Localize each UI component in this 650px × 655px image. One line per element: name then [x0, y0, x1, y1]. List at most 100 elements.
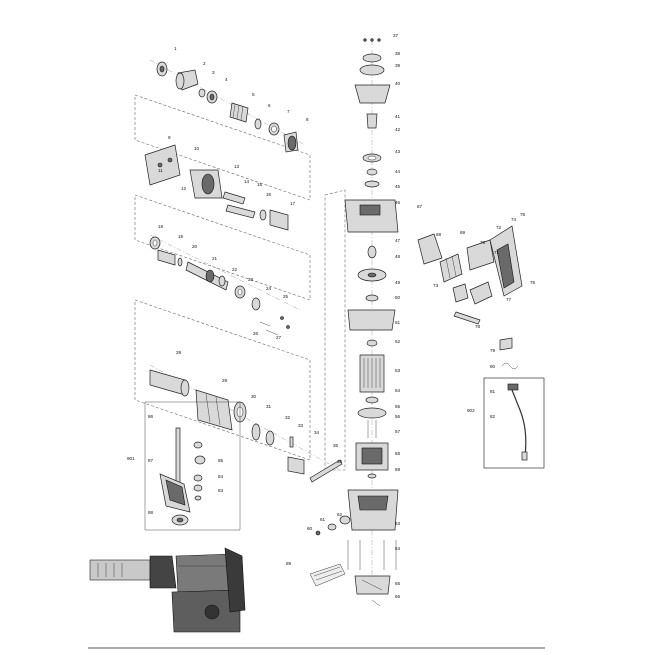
callout-902: 902	[467, 408, 475, 413]
part-78-pin	[453, 311, 481, 325]
callout-12: 12	[181, 186, 187, 191]
callout-40: 40	[395, 81, 401, 86]
part-73-switch	[452, 283, 469, 303]
part-16-ring	[259, 209, 267, 221]
callout-78: 78	[475, 324, 481, 329]
callout-64: 64	[395, 546, 401, 551]
part-24-ring	[251, 297, 261, 311]
part-51-bracket	[347, 309, 396, 331]
part-31-ring	[251, 423, 261, 441]
part-28-cylinder	[149, 369, 190, 397]
callout-26: 26	[253, 331, 259, 336]
part-79-clip	[499, 337, 513, 351]
part-67-boot	[417, 233, 443, 265]
part-68-grip	[439, 253, 463, 283]
callout-55: 55	[395, 404, 401, 409]
callout-56: 56	[395, 414, 401, 419]
callout-46: 46	[395, 200, 401, 205]
callout-63: 63	[395, 521, 401, 526]
callout-38: 38	[395, 51, 401, 56]
callout-85: 85	[218, 458, 224, 463]
part-55-disc	[357, 407, 387, 419]
callout-47: 47	[395, 238, 401, 243]
part-64-screws	[347, 540, 397, 570]
callout-89: 89	[286, 561, 292, 566]
callout-31: 31	[266, 404, 272, 409]
callout-68: 68	[436, 232, 442, 237]
part-89-mat	[309, 563, 346, 587]
callout-48: 48	[395, 254, 401, 259]
part-19-bearing	[157, 249, 176, 266]
callout-59: 59	[395, 467, 401, 472]
callout-51: 51	[395, 320, 401, 325]
callout-17: 17	[290, 201, 296, 206]
part-39-disc	[359, 64, 385, 76]
callout-57: 57	[395, 429, 401, 434]
callout-53: 53	[395, 368, 401, 373]
part-63-cable	[339, 515, 351, 525]
part-84-washer	[193, 484, 203, 492]
part-82-cord	[507, 383, 528, 461]
part-62-housing	[347, 489, 399, 531]
callout-77: 77	[506, 297, 512, 302]
callout-34: 34	[314, 430, 320, 435]
part-54-fan	[365, 396, 379, 404]
callout-7: 7	[287, 109, 290, 114]
part-29-housing	[195, 389, 233, 431]
callout-13: 13	[234, 164, 240, 169]
part-34-sleeve	[287, 456, 305, 475]
callout-30: 30	[251, 394, 257, 399]
callout-1: 1	[174, 46, 177, 51]
callout-81: 81	[490, 389, 496, 394]
callout-22: 22	[232, 267, 238, 272]
callout-10: 10	[194, 146, 200, 151]
callout-27: 27	[276, 335, 282, 340]
group-outline-3	[134, 299, 311, 461]
callout-24: 24	[266, 286, 272, 291]
callout-49: 49	[395, 280, 401, 285]
part-7-ring	[268, 122, 280, 136]
part-50-bearing	[365, 294, 379, 302]
callout-14: 14	[244, 179, 250, 184]
callout-901: 901	[127, 456, 135, 461]
callout-73: 73	[433, 283, 439, 288]
callout-44: 44	[395, 169, 401, 174]
callout-2: 2	[203, 61, 206, 66]
callout-35: 35	[333, 443, 339, 448]
part-33-pin	[289, 436, 294, 448]
part-40-cover	[354, 84, 391, 104]
callout-15: 15	[257, 182, 263, 187]
part-44-ring	[366, 168, 378, 176]
callout-21: 21	[212, 256, 218, 261]
group-901-box	[144, 401, 241, 531]
part-2-sleeve	[175, 69, 199, 91]
part-80-springs	[501, 362, 519, 370]
part-22-ring	[218, 275, 226, 287]
part-76-lever	[469, 281, 493, 305]
callout-39: 39	[395, 63, 401, 68]
callout-6: 6	[268, 103, 271, 108]
part-23-ring	[234, 285, 246, 299]
callout-42: 42	[395, 127, 401, 132]
callout-23: 23	[248, 277, 254, 282]
callout-36: 36	[337, 459, 343, 464]
assembled-tool-image	[89, 547, 246, 633]
part-1-cap	[156, 61, 168, 77]
callout-28: 28	[176, 350, 182, 355]
callout-50: 50	[395, 295, 401, 300]
part-36-rod	[309, 459, 343, 483]
callout-29: 29	[222, 378, 228, 383]
callout-41: 41	[395, 114, 401, 119]
part-88-knob	[171, 514, 189, 526]
part-20-washer	[177, 257, 183, 267]
callout-43: 43	[395, 149, 401, 154]
part-48-gear	[367, 245, 377, 259]
callout-19: 19	[178, 234, 184, 239]
part-9-plate	[144, 144, 181, 186]
part-61-knob	[327, 523, 337, 531]
callout-88: 88	[148, 510, 154, 515]
callout-52: 52	[395, 339, 401, 344]
callout-8: 8	[306, 117, 309, 122]
